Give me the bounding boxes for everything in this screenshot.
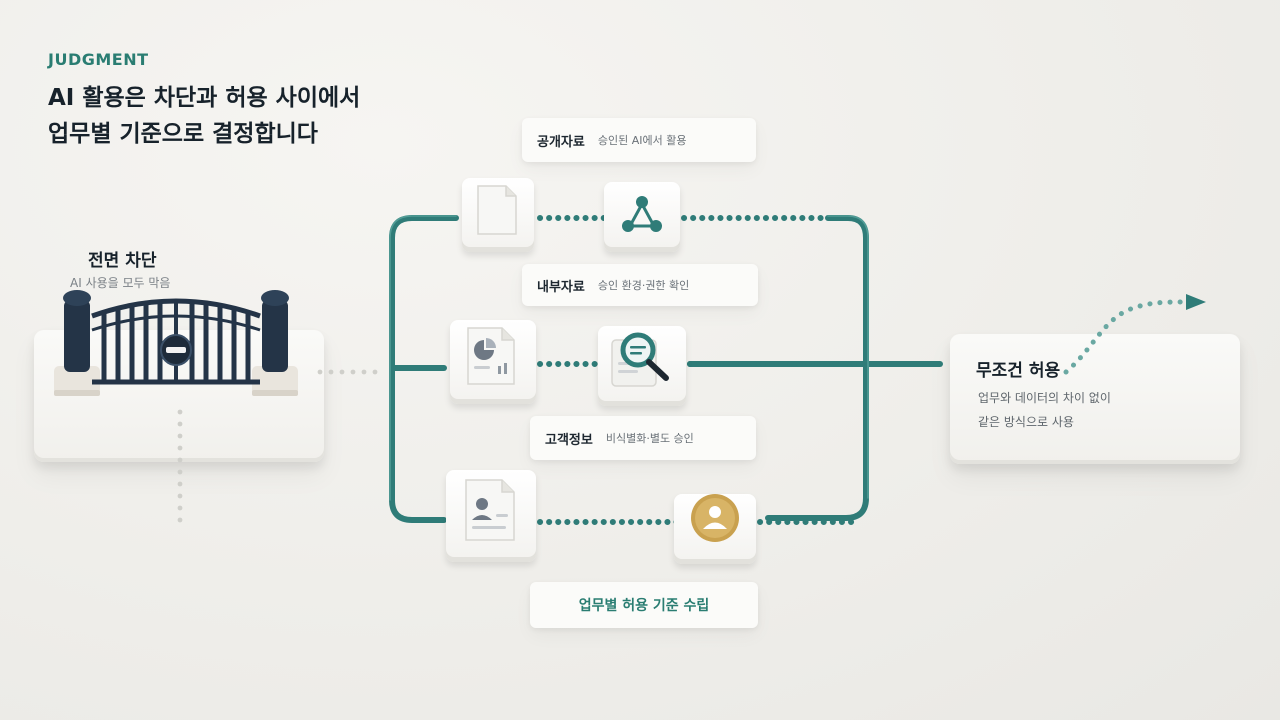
arrow-right-icon	[1186, 294, 1206, 310]
document-icon	[477, 185, 517, 235]
route-label-public: 공개자료 승인된 AI에서 활용	[522, 118, 756, 162]
route-desc: 비식별화·별도 승인	[605, 432, 694, 445]
id-document-icon	[465, 479, 515, 541]
route-desc: 승인 환경·권한 확인	[597, 279, 690, 292]
tool-tile-public	[604, 182, 680, 252]
route-name: 고객정보	[545, 432, 593, 448]
rise-arrow	[1063, 294, 1206, 375]
allow-line-2: 같은 방식으로 사용	[978, 415, 1074, 429]
gate-icon	[54, 290, 298, 396]
route-name: 내부자료	[537, 279, 585, 295]
doc-tile-customer	[446, 470, 536, 562]
block-subtitle: AI 사용을 모두 막음	[70, 276, 171, 290]
magnifier-icon	[611, 332, 669, 387]
final-label-card: 업무별 허용 기준 수립	[530, 582, 758, 628]
allow-platform	[950, 334, 1240, 464]
allow-title: 무조건 허용	[976, 361, 1061, 381]
route-desc: 승인된 AI에서 활용	[597, 134, 687, 147]
title-line-2: 업무별 기준으로 결정합니다	[48, 121, 318, 147]
doc-tile-internal	[450, 320, 536, 404]
network-icon	[622, 196, 662, 232]
route-label-customer: 고객정보 비식별화·별도 승인	[530, 416, 756, 460]
page-title: AI 활용은 차단과 허용 사이에서 업무별 기준으로 결정합니다	[48, 80, 360, 152]
user-badge-icon	[691, 494, 739, 542]
gate-dotted-lines	[177, 369, 378, 523]
eyebrow-label: JUDGMENT	[48, 50, 149, 69]
tool-tile-internal	[598, 326, 686, 406]
doc-tile-public	[462, 178, 534, 252]
title-line-1: AI 활용은 차단과 허용 사이에서	[48, 85, 361, 111]
route-name: 공개자료	[537, 134, 585, 150]
allow-description: 업무와 데이터의 차이 없이 같은 방식으로 사용	[978, 386, 1111, 434]
tool-tile-customer	[674, 494, 756, 564]
block-title: 전면 차단	[88, 251, 157, 271]
route-label-internal: 내부자료 승인 환경·권한 확인	[522, 264, 758, 306]
allow-line-1: 업무와 데이터의 차이 없이	[978, 391, 1111, 405]
final-label: 업무별 허용 기준 수립	[578, 598, 710, 614]
pipe-highlights	[389, 215, 869, 501]
chart-document-icon	[467, 327, 515, 385]
teal-dotted-connectors	[537, 215, 859, 525]
